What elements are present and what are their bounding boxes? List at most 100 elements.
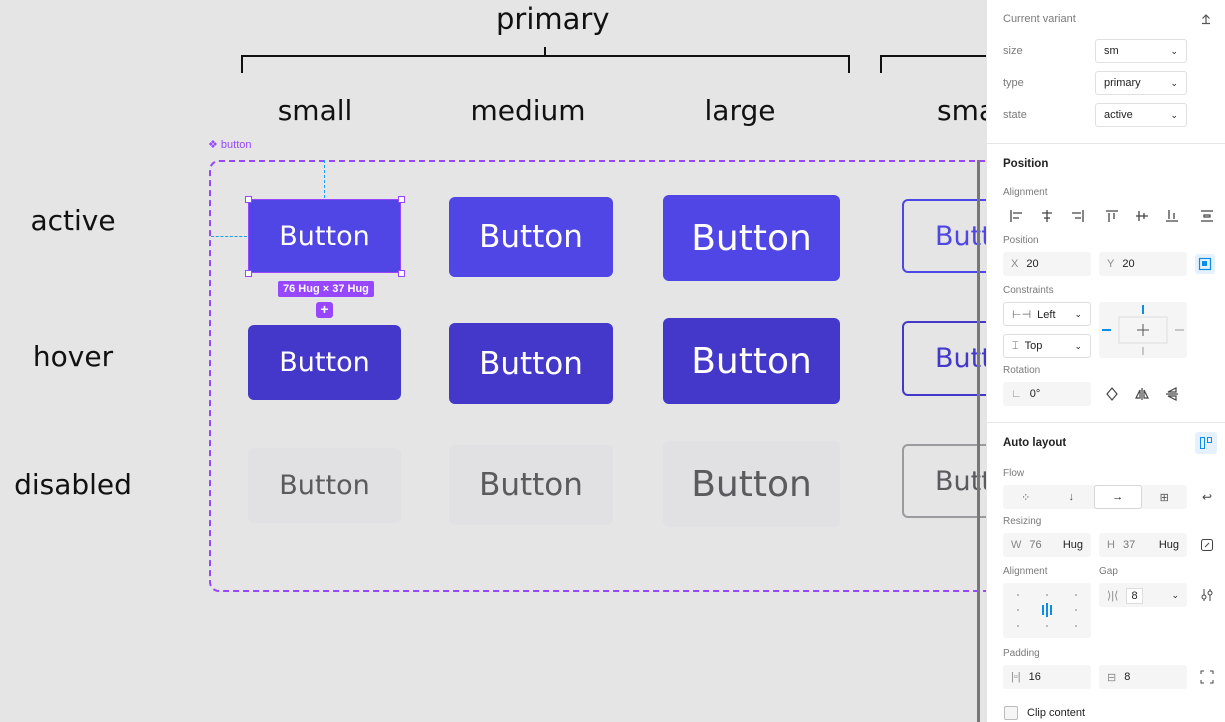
constraints-widget[interactable] <box>1099 302 1187 358</box>
selection-outline <box>248 199 401 273</box>
section-divider <box>987 143 1225 144</box>
variant-size-dropdown[interactable]: sm ⌄ <box>1095 39 1187 63</box>
y-label: Y <box>1107 258 1115 270</box>
flip-vertical-icon[interactable] <box>1162 384 1182 404</box>
button-small-disabled[interactable]: Button <box>248 448 401 523</box>
align-vertical-center-icon[interactable] <box>1132 206 1152 226</box>
rotation-label: Rotation <box>1003 365 1041 376</box>
horizontal-padding-icon: |▫| <box>1011 671 1021 683</box>
group-title: primary <box>496 2 610 36</box>
button-medium-active[interactable]: Button <box>449 197 613 277</box>
button-small-secondary-disabled[interactable]: Butt <box>902 444 986 518</box>
flow-freeform-icon[interactable]: ⁘ <box>1021 491 1031 504</box>
variant-type-dropdown[interactable]: primary⌄ <box>1095 71 1187 95</box>
padding-label: Padding <box>1003 648 1040 659</box>
resize-handle-bottom-right[interactable] <box>398 270 405 277</box>
chevron-down-icon: ⌄ <box>1074 340 1082 351</box>
width-mode[interactable]: Hug <box>1062 539 1083 551</box>
rotate-icon[interactable] <box>1102 384 1122 404</box>
chevron-down-icon: ⌄ <box>1170 45 1178 56</box>
ignore-auto-layout-icon[interactable] <box>1195 254 1215 274</box>
resize-to-fit-icon[interactable] <box>1197 535 1217 555</box>
column-label-small: small <box>277 94 353 127</box>
flow-grid-icon[interactable]: ⊞ <box>1159 491 1169 504</box>
align-bottom-icon[interactable] <box>1162 206 1182 226</box>
clip-content-label: Clip content <box>1027 707 1086 719</box>
variant-size-value: sm <box>1104 45 1119 57</box>
variant-state-dropdown[interactable]: active⌄ <box>1095 103 1187 127</box>
align-left-icon[interactable] <box>1007 206 1027 226</box>
width-field[interactable]: W 76 Hug <box>1003 533 1091 557</box>
constraints-diagram-icon <box>1102 305 1184 355</box>
button-large-active[interactable]: Button <box>663 195 840 281</box>
resize-handle-top-left[interactable] <box>245 196 252 203</box>
canvas-scrollbar[interactable] <box>977 160 980 722</box>
button-small-active[interactable]: Button <box>248 199 401 273</box>
flip-horizontal-icon[interactable] <box>1132 384 1152 404</box>
component-set-frame[interactable] <box>209 160 986 592</box>
gap-label: Gap <box>1099 566 1118 577</box>
vertical-constraint-icon: ⌶ <box>1012 339 1019 352</box>
component-set-tag[interactable]: ❖ button <box>208 139 252 151</box>
position-label: Position <box>1003 235 1039 246</box>
rotation-field[interactable]: ∟0° <box>1003 382 1091 406</box>
width-label: W <box>1011 539 1022 551</box>
horizontal-constraint-icon: ⊢⊣ <box>1012 308 1032 321</box>
spacing-guide-horizontal <box>211 236 247 237</box>
primary-brace-tick <box>544 47 546 55</box>
width-value: 76 <box>1029 539 1042 551</box>
advanced-settings-icon[interactable] <box>1197 585 1217 605</box>
variant-prop-label-size: size <box>1003 45 1023 57</box>
vertical-constraint-value: Top <box>1024 339 1043 352</box>
vertical-padding-value: 8 <box>1124 671 1131 683</box>
auto-layout-settings-icon[interactable] <box>1195 432 1217 454</box>
button-small-secondary-active[interactable]: Butt <box>902 199 986 273</box>
resizing-label: Resizing <box>1003 516 1042 527</box>
gap-field[interactable]: ⟩|⟨8⌄ <box>1099 583 1187 607</box>
x-position-field[interactable]: X 20 <box>1003 252 1091 276</box>
vertical-padding-field[interactable]: ⊟8 <box>1099 665 1187 689</box>
flow-selector[interactable]: ⁘ ↓ → ⊞ <box>1003 485 1187 509</box>
column-label-medium: medium <box>470 94 586 127</box>
button-medium-disabled[interactable]: Button <box>449 445 613 525</box>
layout-alignment-label: Alignment <box>1003 566 1048 577</box>
constraints-label: Constraints <box>1003 285 1054 296</box>
distribute-icon[interactable] <box>1197 206 1217 226</box>
position-section-title: Position <box>1003 158 1049 170</box>
horizontal-constraint-dropdown[interactable]: ⊢⊣Left⌄ <box>1003 302 1091 326</box>
resize-handle-bottom-left[interactable] <box>245 270 252 277</box>
horizontal-padding-field[interactable]: |▫|16 <box>1003 665 1091 689</box>
height-value: 37 <box>1122 539 1136 551</box>
resize-handle-top-right[interactable] <box>398 196 405 203</box>
section-divider <box>987 422 1225 423</box>
button-large-hover[interactable]: Button <box>663 318 840 404</box>
vertical-constraint-dropdown[interactable]: ⌶ Top ⌄ <box>1003 334 1091 358</box>
vertical-padding-icon: ⊟ <box>1107 671 1117 684</box>
x-label: X <box>1011 258 1019 270</box>
clip-content-checkbox[interactable] <box>1004 706 1018 720</box>
button-medium-hover[interactable]: Button <box>449 323 613 404</box>
align-top-icon[interactable] <box>1102 206 1122 226</box>
flow-vertical-icon[interactable]: ↓ <box>1068 491 1075 503</box>
flow-horizontal-icon[interactable]: → <box>1094 485 1142 509</box>
height-mode[interactable]: Hug <box>1158 539 1179 551</box>
button-large-disabled[interactable]: Button <box>663 441 840 527</box>
chevron-down-icon: ⌄ <box>1171 589 1179 600</box>
chevron-down-icon: ⌄ <box>1170 77 1178 88</box>
individual-padding-icon[interactable] <box>1197 667 1217 687</box>
go-to-main-component-icon[interactable] <box>1196 9 1216 29</box>
button-small-hover[interactable]: Button <box>248 325 401 400</box>
x-value: 20 <box>1026 258 1039 270</box>
button-small-secondary-hover[interactable]: Butt <box>902 321 986 396</box>
design-canvas[interactable]: primary small medium large sma active ho… <box>0 0 986 722</box>
align-right-icon[interactable] <box>1067 206 1087 226</box>
chevron-down-icon: ⌄ <box>1074 308 1082 319</box>
alignment-grid[interactable] <box>1003 583 1091 638</box>
add-auto-layout-item-icon[interactable]: + <box>316 302 333 318</box>
wrap-icon[interactable]: ↩ <box>1201 490 1213 504</box>
primary-brace <box>241 55 850 73</box>
align-horizontal-center-icon[interactable] <box>1037 206 1057 226</box>
secondary-brace <box>880 55 986 73</box>
